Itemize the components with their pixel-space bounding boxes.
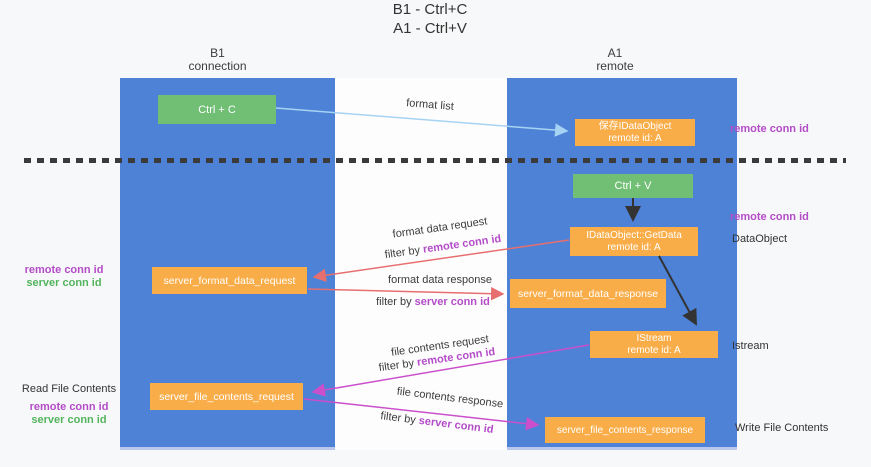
istream-box: IStream remote id: A: [590, 331, 718, 358]
column-b1-role: connection: [188, 59, 247, 73]
server-file-contents-response-box: server_file_contents_response: [545, 417, 705, 443]
save-idataobject-line1: 保存IDataObject: [598, 120, 672, 132]
filter-by-server-conn-id-label-1: filter by server conn id: [368, 296, 498, 308]
dataobject-label: DataObject: [732, 233, 788, 245]
left-remote-conn-id-top: remote conn id: [24, 264, 104, 276]
title-line-2: A1 - Ctrl+V: [393, 20, 467, 37]
column-header-a1: A1 remote: [500, 47, 730, 73]
getdata-line1: IDataObject::GetData: [586, 229, 682, 241]
ctrl-v-box: Ctrl + V: [573, 174, 693, 198]
save-idataobject-box: 保存IDataObject remote id: A: [575, 119, 695, 146]
save-idataobject-line2: remote id: A: [608, 132, 662, 144]
column-b1-name: B1: [210, 46, 225, 60]
diagram-title: B1 - Ctrl+C A1 - Ctrl+V: [0, 0, 860, 38]
write-file-contents-label: Write File Contents: [735, 422, 829, 434]
istream-line1: IStream: [636, 332, 672, 344]
ctrl-c-box: Ctrl + C: [158, 95, 276, 124]
left-conn-id-stack-bottom: Read File Contents remote conn id server…: [21, 383, 117, 427]
getdata-line2: remote id: A: [607, 241, 661, 253]
server-format-data-request-box: server_format_data_request: [152, 267, 307, 294]
left-server-conn-id-bottom: server conn id: [31, 414, 107, 426]
server-format-data-request-label: server_format_data_request: [163, 274, 296, 287]
idataobject-getdata-box: IDataObject::GetData remote id: A: [570, 227, 698, 256]
ctrl-c-label: Ctrl + C: [198, 103, 236, 116]
left-remote-conn-id-bottom: remote conn id: [29, 401, 109, 413]
server-file-contents-request-label: server_file_contents_request: [159, 390, 294, 403]
server-file-contents-request-box: server_file_contents_request: [150, 383, 303, 410]
istream-line2: remote id: A: [627, 344, 681, 356]
server-format-data-response-box: server_format_data_response: [510, 279, 666, 308]
title-line-1: B1 - Ctrl+C: [392, 1, 468, 18]
column-a1-role: remote: [596, 59, 634, 73]
column-header-b1: B1 connection: [110, 47, 325, 73]
right-remote-conn-id-top: remote conn id: [730, 123, 809, 135]
column-a1-name: A1: [607, 46, 623, 60]
session-divider-dashed-line: [24, 158, 846, 163]
server-format-data-response-label: server_format_data_response: [517, 287, 659, 300]
format-data-response-label: format data response: [388, 274, 492, 286]
ctrl-v-label: Ctrl + V: [614, 180, 652, 192]
left-server-conn-id-top: server conn id: [26, 277, 102, 289]
filter-by-text: filter by: [376, 296, 412, 308]
read-file-contents-label: Read File Contents: [21, 383, 117, 395]
server-file-contents-response-label: server_file_contents_response: [556, 424, 694, 436]
left-conn-id-stack-top: remote conn id server conn id: [16, 264, 112, 290]
server-conn-id-text: server conn id: [414, 296, 490, 308]
right-remote-conn-id-mid: remote conn id: [730, 211, 809, 223]
istream-side-label: Istream: [732, 340, 769, 352]
